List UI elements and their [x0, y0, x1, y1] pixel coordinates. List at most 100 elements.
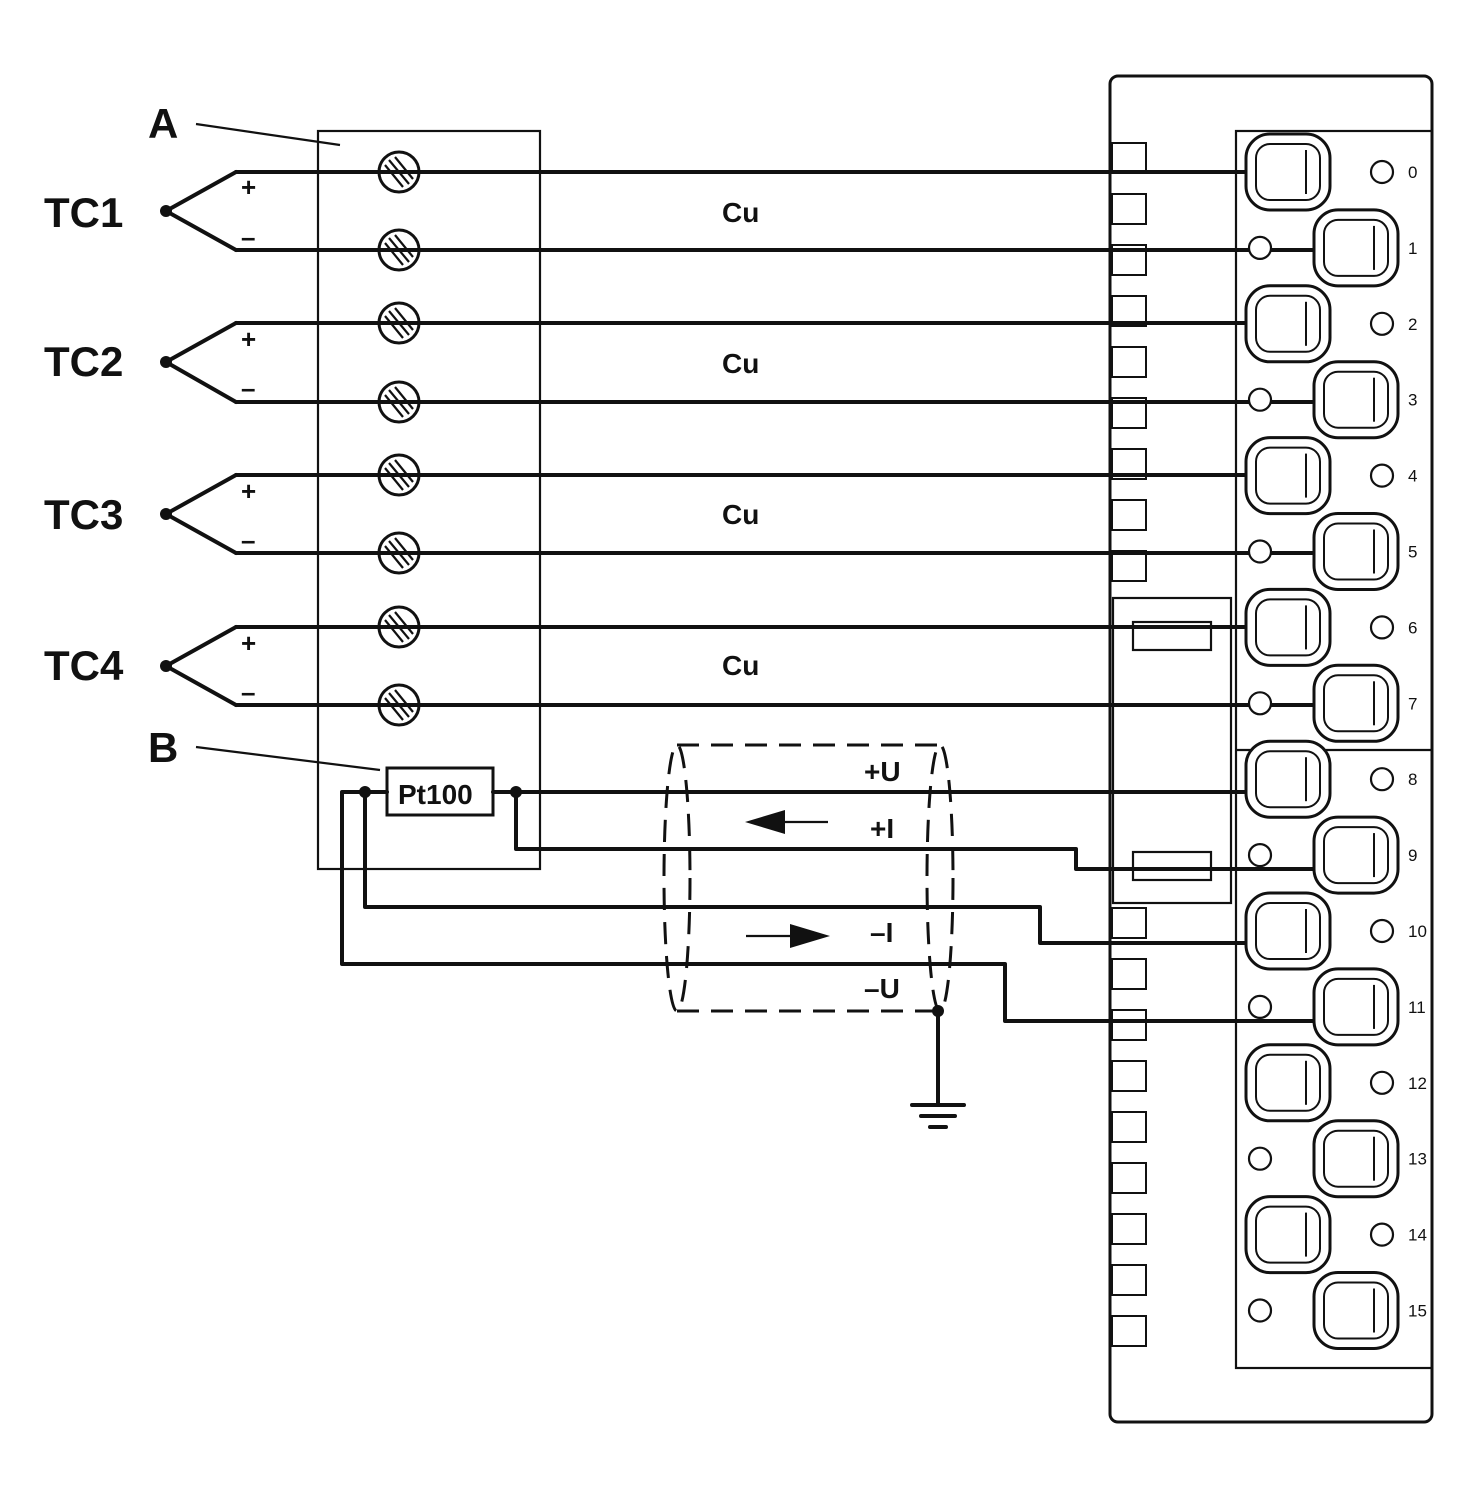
tc2-label: TC2 [44, 338, 123, 385]
test-point-icon [1247, 539, 1273, 564]
tc3-junction-dot [160, 508, 172, 520]
terminal-number: 8 [1408, 770, 1417, 789]
terminal-8[interactable]: 8 [1244, 739, 1417, 819]
tc4-conductor-label: Cu [722, 650, 759, 681]
terminal-number: 15 [1408, 1302, 1427, 1321]
terminal-5[interactable]: 5 [1247, 512, 1417, 591]
module-slot [1111, 1315, 1147, 1347]
terminal-clamp[interactable] [1312, 815, 1400, 895]
test-point-icon [1369, 1070, 1395, 1095]
test-point-icon [1247, 1146, 1273, 1171]
terminal-number: 11 [1408, 998, 1426, 1017]
tc1-label: TC1 [44, 189, 123, 236]
module-slot [1111, 1009, 1147, 1041]
test-point-icon [1247, 842, 1273, 868]
shield-end-left [662, 743, 692, 1013]
tc4-junction [164, 625, 238, 707]
module-slot [1111, 1264, 1147, 1296]
terminal-6[interactable]: 6 [1244, 587, 1417, 667]
terminal-clamp[interactable] [1312, 512, 1400, 591]
module-slot [1111, 1213, 1147, 1245]
tc1-junction-dot [160, 205, 172, 217]
terminal-9[interactable]: 9 [1247, 815, 1417, 895]
terminal-4[interactable]: 4 [1244, 436, 1417, 516]
screw-terminal [377, 605, 421, 649]
terminal-1[interactable]: 1 [1247, 208, 1417, 288]
terminal-2[interactable]: 2 [1244, 284, 1417, 364]
terminal-clamp[interactable] [1244, 132, 1332, 212]
terminal-12[interactable]: 12 [1244, 1043, 1427, 1123]
rtd-circuit: Pt100 [340, 766, 1358, 1023]
terminal-clamp[interactable] [1312, 208, 1400, 288]
terminal-number: 3 [1408, 391, 1417, 410]
terminal-clamp[interactable] [1244, 739, 1332, 819]
terminal-clamp[interactable] [1312, 360, 1400, 440]
rtd-node-right [510, 786, 522, 798]
terminal-clamp[interactable] [1312, 1271, 1400, 1350]
terminal-number: 10 [1408, 922, 1427, 941]
terminal-clamp[interactable] [1312, 967, 1400, 1047]
tc4-plus: + [241, 628, 256, 658]
test-point-icon [1247, 994, 1273, 1020]
test-point-icon [1247, 1298, 1273, 1323]
module-slot [1111, 1111, 1147, 1143]
terminal-number: 4 [1408, 467, 1417, 486]
leader-line-b [195, 745, 381, 772]
wire-minus-i [363, 790, 1292, 945]
test-point-icon [1369, 463, 1395, 488]
module-slot [1111, 550, 1147, 582]
screw-terminal [377, 150, 421, 194]
test-point-icon [1247, 691, 1273, 716]
screw-terminal [377, 683, 421, 727]
terminal-number: 6 [1408, 618, 1417, 637]
label-plus-i: +I [870, 813, 894, 844]
terminal-10[interactable]: 10 [1244, 891, 1427, 971]
module-slot [1111, 1162, 1147, 1194]
terminal-clamp-inner [1323, 522, 1389, 581]
terminal-11[interactable]: 11 [1247, 967, 1426, 1047]
tc2-junction [164, 321, 238, 404]
terminal-clamp-inner [1323, 1281, 1389, 1340]
test-point-icon [1247, 235, 1273, 260]
arrow-current-in-head [790, 924, 830, 948]
module-slot [1111, 142, 1147, 174]
terminal-clamp[interactable] [1244, 1043, 1332, 1123]
terminal-clamp-inner [1255, 143, 1321, 201]
terminal-clamp[interactable] [1312, 663, 1400, 743]
screw-terminal [377, 453, 421, 497]
arrow-current-out-head [745, 810, 785, 834]
terminal-clamp[interactable] [1244, 891, 1332, 971]
terminal-clamp-inner [1255, 750, 1321, 809]
tc3-plus: + [241, 476, 256, 506]
terminal-clamp[interactable] [1244, 1195, 1332, 1275]
label-minus-i: –I [870, 917, 893, 948]
test-point-icon [1247, 387, 1273, 412]
tc2-plus: + [241, 324, 256, 354]
screw-terminal [377, 301, 421, 345]
rtd-label: Pt100 [398, 779, 473, 810]
tc2-conductor-label: Cu [722, 348, 759, 379]
terminal-7[interactable]: 7 [1247, 663, 1417, 743]
terminal-clamp-inner [1323, 826, 1389, 885]
terminal-clamp[interactable] [1244, 284, 1332, 364]
screw-terminal [377, 531, 421, 575]
shielded-cable: +U +I –I –U [662, 743, 966, 1129]
terminal-3[interactable]: 3 [1247, 360, 1417, 440]
terminal-clamp[interactable] [1312, 1119, 1400, 1199]
tc4-label: TC4 [44, 642, 124, 689]
module-slot [1111, 397, 1147, 429]
terminal-0[interactable]: 0 [1244, 132, 1417, 212]
terminal-14[interactable]: 14 [1244, 1195, 1427, 1275]
terminal-15[interactable]: 15 [1247, 1271, 1427, 1350]
rtd-box [385, 766, 495, 817]
test-point-icon [1369, 159, 1395, 185]
terminal-clamp[interactable] [1244, 587, 1332, 667]
tc1-plus: + [241, 172, 256, 202]
terminal-clamp[interactable] [1244, 436, 1332, 516]
leader-line-a [195, 122, 341, 147]
terminal-clamp-inner [1255, 1205, 1321, 1264]
terminal-clamp-inner [1323, 370, 1389, 429]
terminal-13[interactable]: 13 [1247, 1119, 1427, 1199]
